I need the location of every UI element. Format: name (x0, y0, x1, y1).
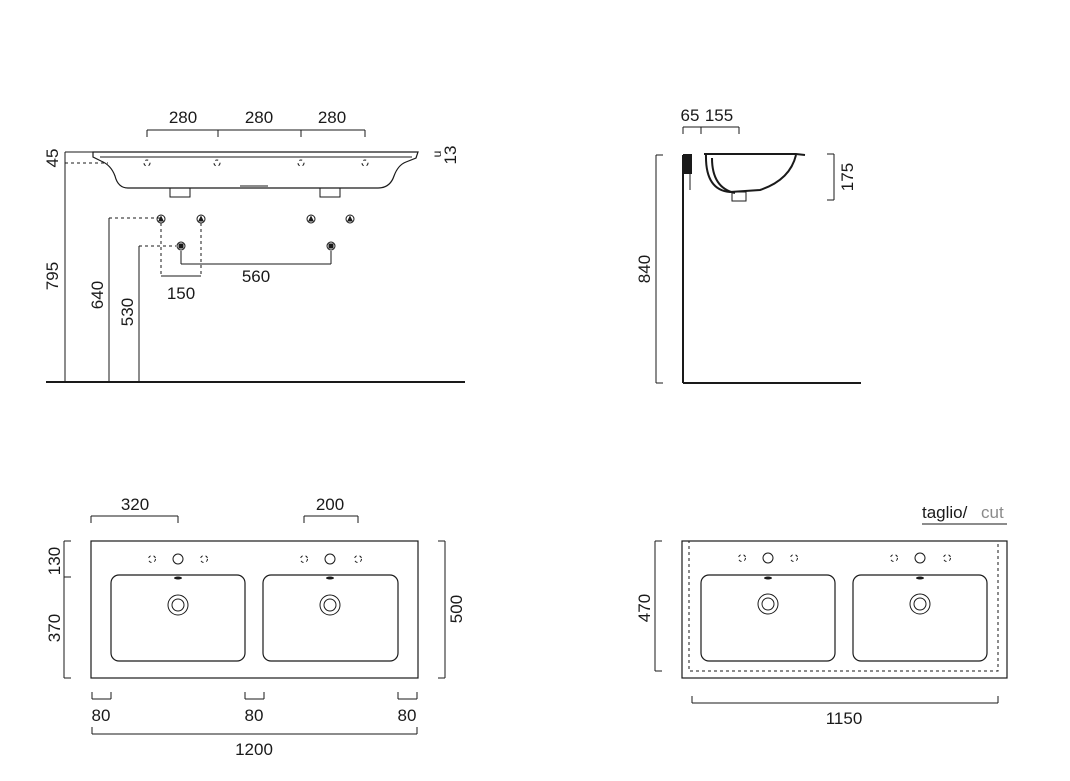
total-width-label: 1200 (235, 740, 273, 759)
front-view: 280 280 280 45 13 u (43, 108, 465, 383)
total-depth-label: 500 (447, 595, 466, 623)
middle-gap-label: 80 (245, 706, 264, 725)
total-depth-dimension: 500 (438, 540, 466, 679)
spacing-label-1: 280 (169, 108, 197, 127)
cut-width-label: 1150 (826, 709, 863, 728)
trap-height-b-label: 530 (118, 298, 137, 326)
cut-left-bowl (700, 574, 836, 662)
total-height-label: 840 (635, 255, 654, 283)
cut-label-en: cut (981, 503, 1004, 522)
bowl-depth-label: 370 (45, 614, 64, 642)
margin-dimensions: 80 80 80 (91, 692, 418, 725)
waste-outlets (176, 241, 336, 251)
left-bowl (110, 574, 246, 662)
valve-spacing-dimension: 560 (180, 251, 332, 286)
tap-offset-label: 320 (121, 495, 149, 514)
basin-section (683, 153, 806, 202)
cut-label-it: taglio/ (922, 503, 968, 522)
supply-valves (156, 214, 355, 224)
right-bowl (262, 574, 399, 662)
trap-height-a-label: 640 (88, 281, 107, 309)
deck-thickness-label: 45 (43, 149, 62, 168)
depth-dimensions-left: 130 370 (45, 540, 71, 679)
bowl-depth-dimension: 175 (827, 153, 857, 201)
wall-gap-dimension: 65 155 (681, 106, 740, 134)
valve-offset-dimension: 150 (161, 275, 201, 303)
trap-height-a-dimension: 640 (88, 217, 160, 382)
overhang-dimension: 13 u (430, 146, 460, 165)
sink-front-profile (92, 151, 419, 198)
bowl-depth-label: 175 (838, 163, 857, 191)
top-spacing-dimension: 280 280 280 (146, 108, 366, 137)
valve-spacing-label: 560 (242, 267, 270, 286)
margin-right-label: 80 (398, 706, 417, 725)
valve-offset-label: 150 (167, 284, 195, 303)
cut-depth-dimension: 470 (635, 540, 662, 672)
bowl-offset-label: 155 (705, 106, 733, 125)
tap-offset-dimension: 320 (90, 495, 179, 523)
cut-view: taglio/ cut 470 1150 (635, 503, 1008, 728)
total-width-dimension: 1200 (91, 727, 418, 759)
rim-height-dimension: 795 (43, 163, 66, 382)
total-height-dimension: 840 (635, 154, 663, 384)
overhang-letter: u (430, 151, 444, 158)
cut-width-dimension: 1150 (691, 696, 999, 728)
back-depth-label: 130 (45, 547, 64, 575)
rim-height-label: 795 (43, 262, 62, 290)
trap-height-b-dimension: 530 (118, 245, 176, 382)
tap-spacing-label: 200 (316, 495, 344, 514)
cut-right-bowl (852, 574, 988, 662)
spacing-label-2: 280 (245, 108, 273, 127)
wall-gap-label: 65 (681, 106, 700, 125)
overhang-label: 13 (441, 146, 460, 165)
side-view: 65 155 175 840 (635, 106, 861, 384)
spacing-label-3: 280 (318, 108, 346, 127)
top-view: 320 200 130 3 (45, 495, 466, 759)
tap-spacing-dimension: 200 (303, 495, 359, 523)
deck-thickness-dimension: 45 (43, 149, 108, 168)
margin-left-label: 80 (92, 706, 111, 725)
cut-depth-label: 470 (635, 594, 654, 622)
cut-line (688, 540, 999, 672)
